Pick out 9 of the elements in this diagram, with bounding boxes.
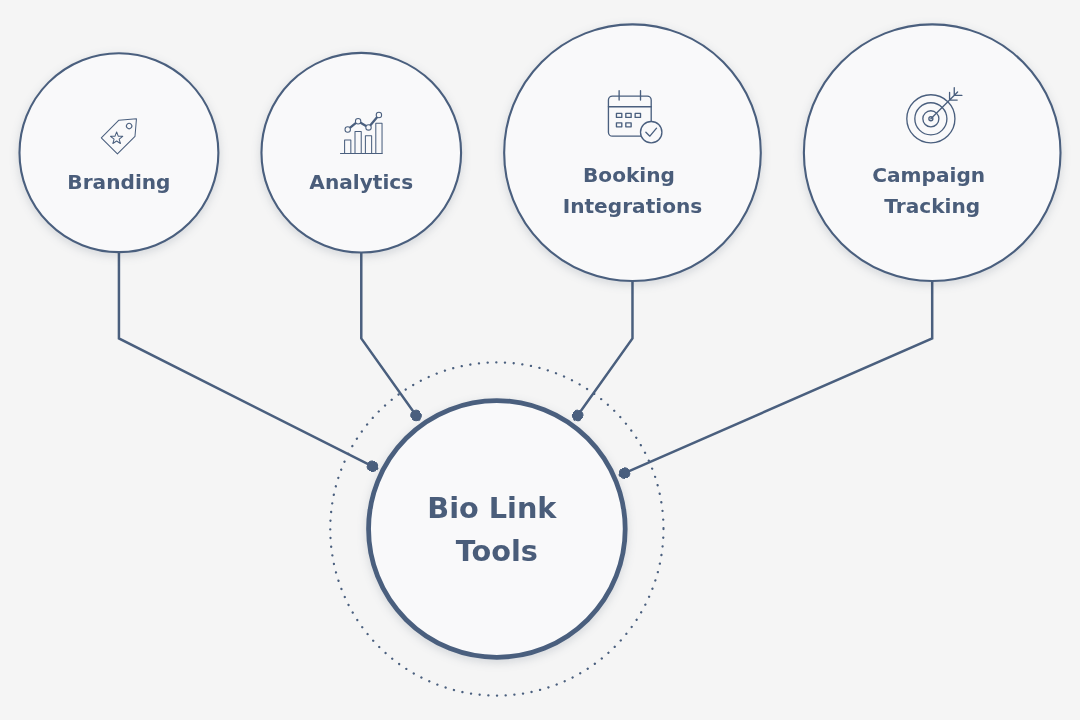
node-circle: Analytics bbox=[260, 51, 463, 254]
connector bbox=[571, 281, 634, 422]
connector bbox=[618, 281, 934, 479]
connector bbox=[360, 252, 422, 422]
node-circle: Campaign Tracking bbox=[802, 23, 1062, 283]
node-circle: Bio Link Tools bbox=[329, 361, 665, 697]
node-circle: Branding bbox=[18, 52, 220, 254]
connector bbox=[117, 252, 379, 473]
node-circle: Booking Integrations bbox=[503, 23, 762, 283]
